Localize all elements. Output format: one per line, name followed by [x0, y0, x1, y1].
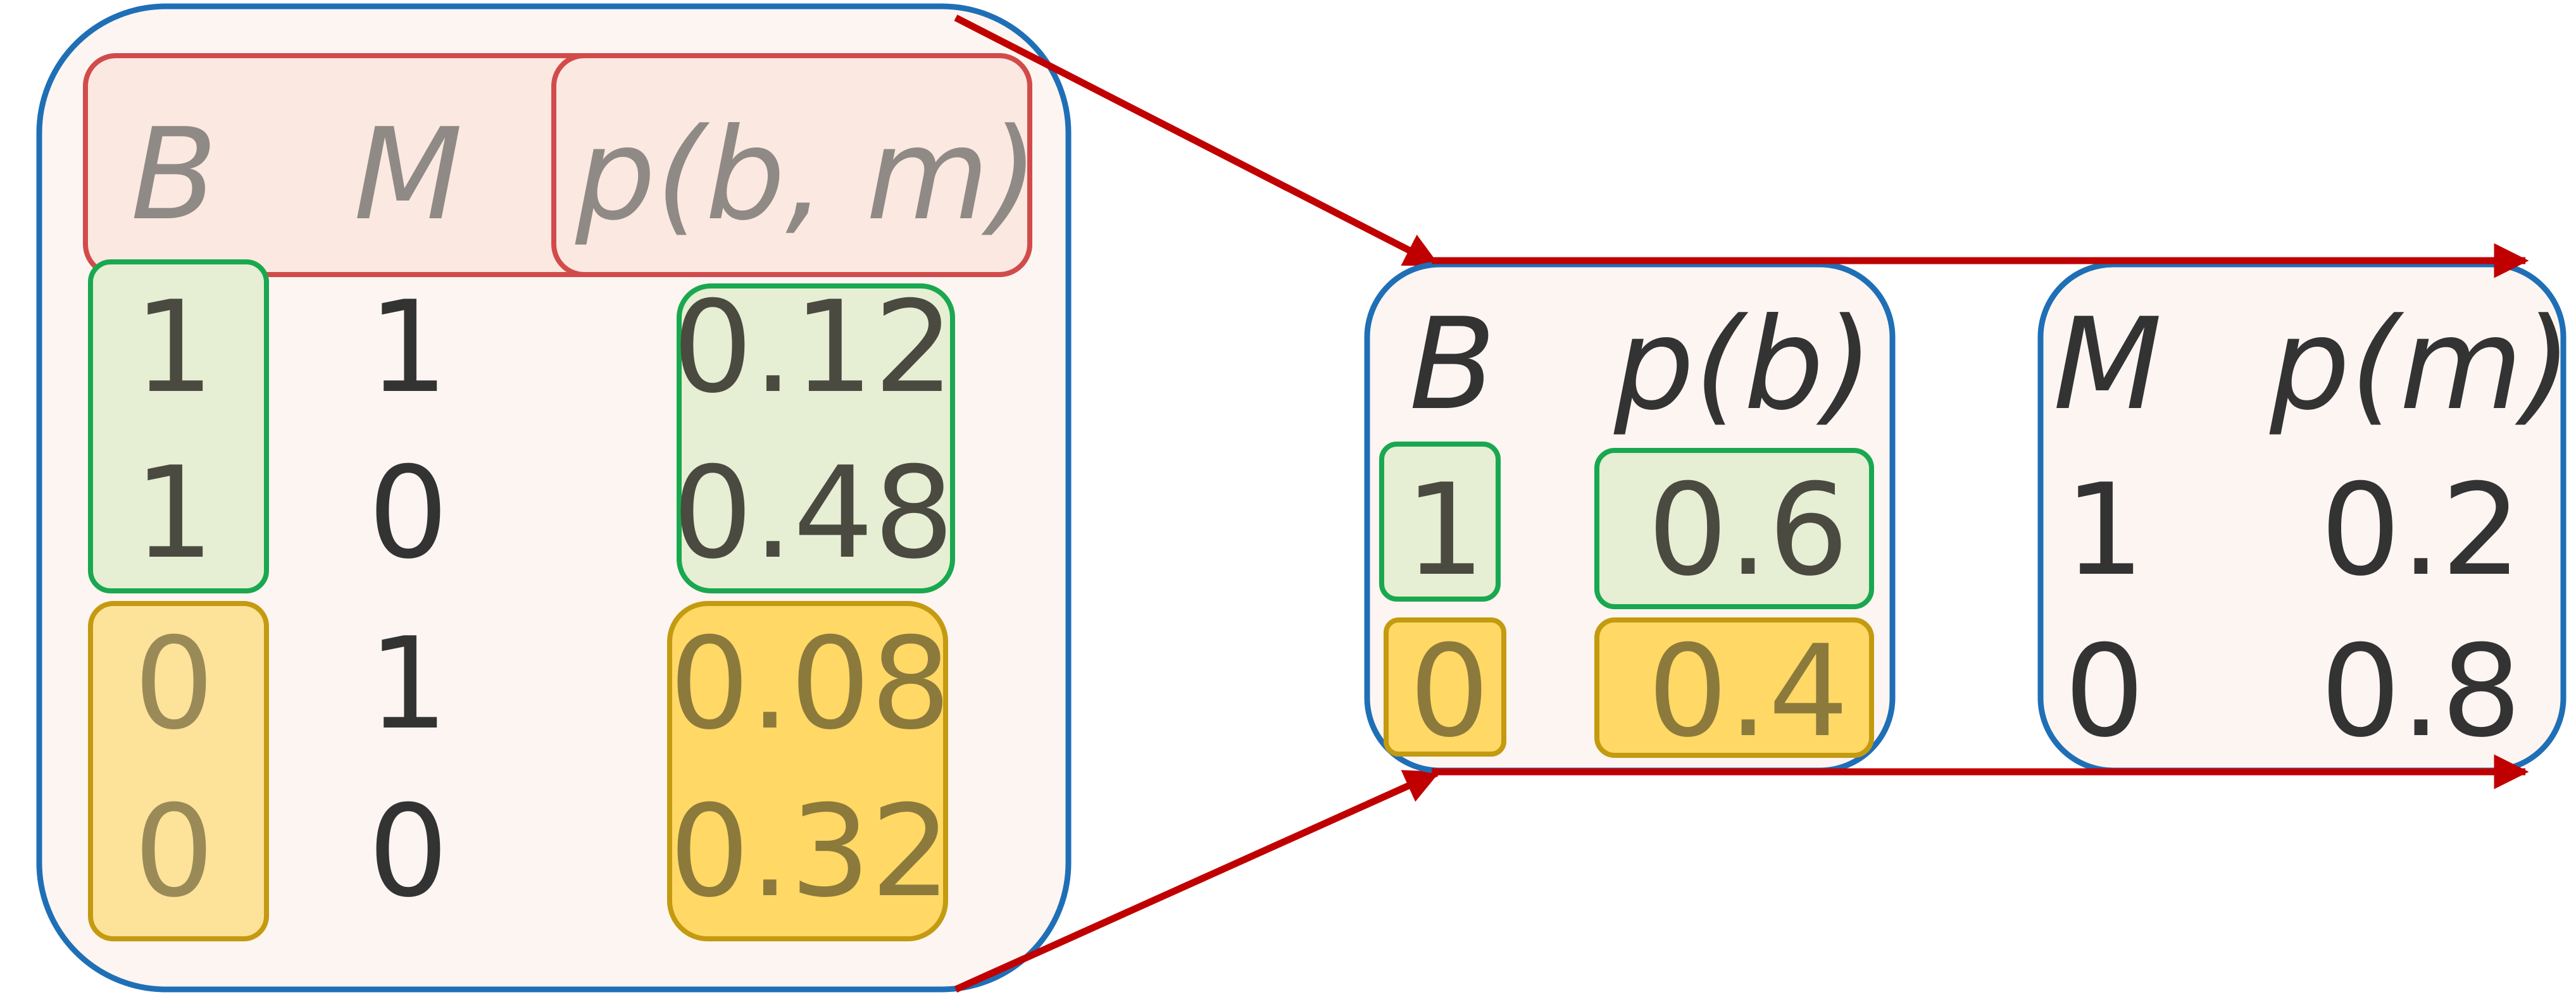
joint-row4-b: 0 — [134, 778, 214, 926]
joint-b0-group-highlight — [88, 601, 269, 941]
marginal-b-row1-p: 0.6 — [1648, 457, 1849, 604]
joint-header-m: M — [354, 101, 463, 249]
joint-b0-probability-highlight — [667, 601, 948, 941]
marginal-b-row1-b: 1 — [1404, 457, 1485, 604]
joint-header-p: p(b, m) — [575, 101, 1039, 249]
joint-row3-b: 0 — [134, 610, 214, 758]
joint-row2-b: 1 — [134, 440, 214, 587]
joint-row4-m: 0 — [368, 778, 448, 926]
joint-row3-p: 0.08 — [669, 610, 951, 758]
marginal-b1-highlight — [1379, 442, 1501, 602]
joint-b1-group-highlight — [88, 259, 269, 593]
marginal-b-row2-p: 0.4 — [1648, 618, 1849, 765]
marginal-b-row2-b: 0 — [1409, 618, 1489, 765]
marginal-m-header-p: p(m) — [2269, 291, 2572, 438]
marginal-m-header-m: M — [2053, 291, 2163, 438]
marginal-b0-highlight — [1384, 617, 1506, 757]
joint-header-b: B — [130, 101, 217, 249]
marginal-m-row2-p: 0.8 — [2320, 618, 2522, 765]
joint-row2-m: 0 — [368, 440, 448, 587]
marginal-m-row2-m: 0 — [2064, 618, 2144, 765]
joint-row1-b: 1 — [134, 274, 214, 421]
marginal-pb1-highlight — [1594, 448, 1874, 609]
joint-probability-header-highlight — [551, 53, 1032, 277]
joint-row1-p: 0.12 — [672, 274, 954, 421]
joint-row3-m: 1 — [368, 610, 448, 758]
joint-row4-p: 0.32 — [669, 778, 951, 926]
joint-row2-p: 0.48 — [672, 440, 954, 587]
arrow-to-marginal-top — [954, 15, 1440, 268]
joint-b1-probability-highlight — [677, 283, 955, 593]
marginal-pb0-highlight — [1594, 617, 1874, 758]
arrow-to-marginal-bottom — [954, 769, 1441, 993]
marginal-m-row1-m: 1 — [2064, 457, 2144, 604]
marginal-b-header-p: p(b) — [1613, 291, 1873, 438]
marginal-m-row1-p: 0.2 — [2320, 457, 2522, 604]
joint-row1-m: 1 — [368, 274, 448, 421]
marginal-b-header-b: B — [1409, 291, 1496, 438]
